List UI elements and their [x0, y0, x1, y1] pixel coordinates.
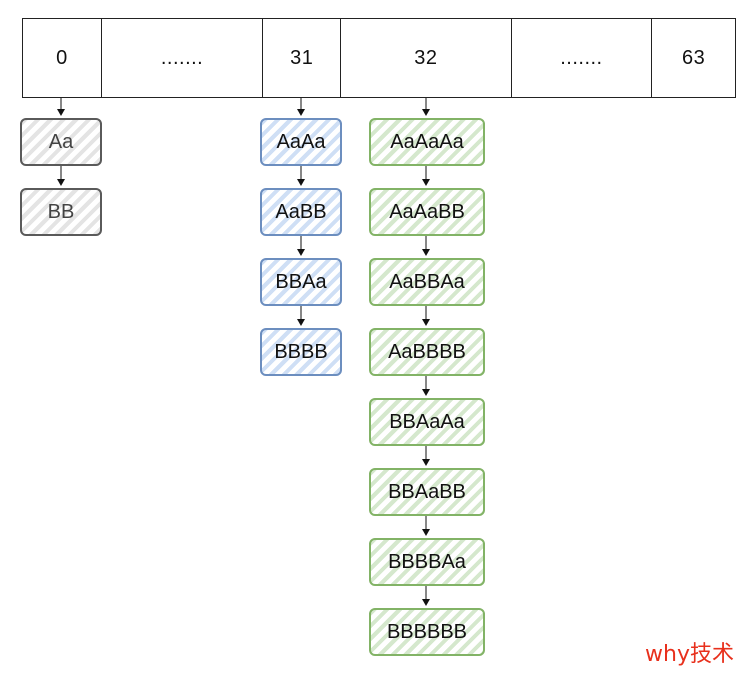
bucket-cell-31: 31: [263, 19, 342, 97]
bucket-cell-ellipsis-2: .......: [512, 19, 653, 97]
chain-node-bucket32-6: BBAaBB: [369, 468, 485, 516]
bucket-cell-ellipsis-1: .......: [102, 19, 264, 97]
chain-node-bucket32-4: AaBBBB: [369, 328, 485, 376]
bucket-cell-63: 63: [681, 46, 706, 69]
chain-node-bucket31-1: AaAa: [260, 118, 342, 166]
watermark: why技术: [645, 642, 734, 667]
bucket-array: 0 ....... 31 32 ....... 63: [22, 18, 736, 98]
bucket-cell-32: 32: [341, 19, 512, 97]
chain-node-bucket32-2: AaAaBB: [369, 188, 485, 236]
chain-node-bucket32-1: AaAaAa: [369, 118, 485, 166]
chain-node-bucket32-3: AaBBAa: [369, 258, 485, 306]
chain-node-bucket31-4: BBBB: [260, 328, 342, 376]
chain-node-bucket0-1: Aa: [20, 118, 102, 166]
chain-node-bucket31-2: AaBB: [260, 188, 342, 236]
bucket-cell-0: 0: [23, 19, 102, 97]
chain-node-bucket31-3: BBAa: [260, 258, 342, 306]
chain-node-bucket0-2: BB: [20, 188, 102, 236]
chain-node-bucket32-8: BBBBBB: [369, 608, 485, 656]
chain-node-bucket32-5: BBAaAa: [369, 398, 485, 446]
chain-node-bucket32-7: BBBBAa: [369, 538, 485, 586]
